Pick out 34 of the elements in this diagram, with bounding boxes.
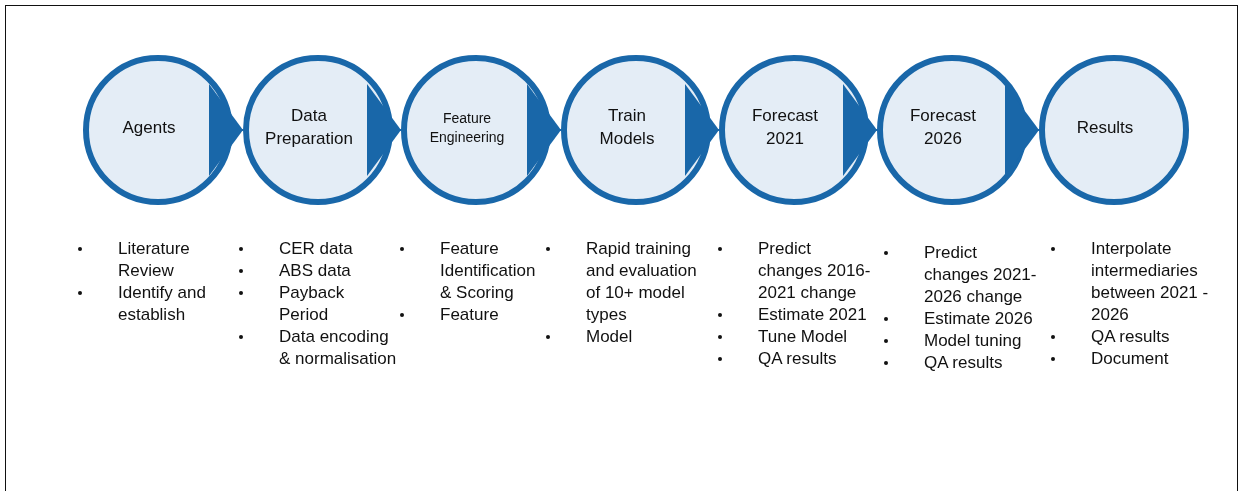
bullet-text: Model tuning: [924, 330, 1022, 352]
bullet-text: Document: [1091, 348, 1169, 370]
step-label: Forecast 2026: [908, 105, 978, 150]
bullet-text: Model: [586, 326, 633, 348]
bullet-text: Rapid training and evaluation of 10+ model types: [586, 238, 698, 326]
bullet-text: Estimate 2026: [924, 308, 1033, 330]
bullet-text: Feature Identification & Scoring: [440, 238, 537, 304]
bullet-text: Identify and establish: [118, 282, 207, 326]
bullet-text: ABS data: [279, 260, 351, 282]
step-label: Train Models: [598, 105, 656, 150]
arrow: [1005, 84, 1040, 176]
bullet-text: Interpolate intermediaries between 2021 - 2026: [1091, 238, 1210, 326]
bullet-text: Estimate 2021: [758, 304, 867, 326]
bullet-text: CER data: [279, 238, 353, 260]
bullet-text: Literature Review: [118, 238, 191, 282]
arrow: [685, 84, 720, 176]
bullet-text: QA results: [924, 352, 1003, 374]
bullet-text: QA results: [758, 348, 837, 370]
step-label: Agents: [121, 116, 177, 139]
bullet-text: Predict changes 2021-2026 change: [924, 242, 1038, 308]
step-label: Feature Engineering: [428, 109, 506, 147]
bullet-text: Data encoding & normalisation: [279, 326, 397, 370]
arrow: [527, 84, 562, 176]
arrow: [209, 84, 244, 176]
bullet-text: Feature: [440, 304, 499, 326]
arrow: [843, 84, 878, 176]
step-label: Forecast 2021: [750, 105, 820, 150]
step-label: Data Preparation: [264, 105, 354, 150]
bullet-text: QA results: [1091, 326, 1170, 348]
bullet-text: Tune Model: [758, 326, 848, 348]
step-label: Results: [1075, 116, 1135, 139]
bullet-text: Payback Period: [279, 282, 346, 326]
bullet-text: Predict changes 2016-2021 change: [758, 238, 872, 304]
arrow: [367, 84, 402, 176]
